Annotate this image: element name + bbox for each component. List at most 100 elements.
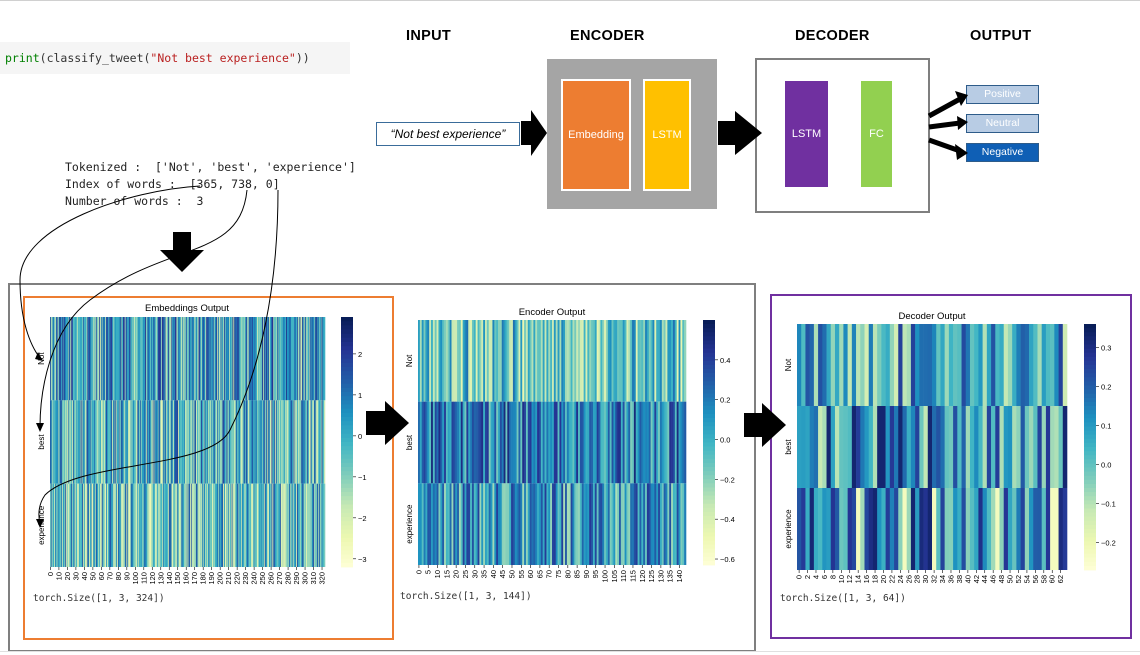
heatmap-cell: [320, 483, 322, 567]
heatmap-cell: [118, 483, 120, 567]
heatmap-cell: [149, 400, 151, 484]
heatmap-cell: [232, 400, 234, 484]
heatmap-cell: [264, 317, 266, 401]
heatmap-cell: [261, 317, 263, 401]
heatmap-cell: [310, 483, 312, 567]
heatmap-cell: [302, 483, 304, 567]
heatmap-cell: [594, 320, 597, 402]
heatmap-cell: [166, 483, 168, 567]
heatmap-cell: [1012, 406, 1017, 488]
colorbar-cell: [703, 397, 715, 403]
heatmap-cell: [50, 400, 52, 484]
heatmap-cell: [84, 317, 86, 401]
heatmap-cell: [142, 400, 144, 484]
heatmap-cell: [221, 400, 223, 484]
heatmap-cell: [568, 320, 571, 402]
colorbar-cell: [703, 422, 715, 427]
heatmap-cell: [222, 317, 224, 401]
heatmap-cell: [286, 317, 288, 401]
heatmap-cell: [265, 483, 267, 567]
colorbar-cell: [341, 542, 353, 547]
heatmap-cell: [622, 483, 625, 565]
heatmap-cell: [235, 483, 238, 567]
heatmap-cell: [175, 317, 177, 401]
colorbar-cell: [1084, 512, 1096, 518]
heatmap-cell: [576, 483, 579, 565]
heatmap-cell: [281, 483, 283, 567]
colorbar-cell: [341, 425, 353, 430]
heatmap-cell: [234, 317, 236, 401]
heatmap-cell: [81, 483, 83, 567]
heatmap-cell: [488, 320, 491, 402]
heatmap-cell: [247, 483, 249, 567]
heatmap-cell: [79, 400, 81, 484]
colorbar-cell: [1084, 324, 1096, 329]
heatmap-cell: [60, 317, 62, 401]
heatmap-cell: [537, 483, 540, 565]
heatmap-cell: [195, 400, 198, 484]
heatmap-cell: [438, 320, 441, 402]
heatmap-cell: [906, 324, 912, 406]
heatmap-cell: [134, 483, 136, 567]
heatmap-cell: [894, 406, 899, 488]
heatmap-cell: [207, 400, 209, 484]
heatmap-cell: [117, 483, 120, 567]
heatmap-cell: [609, 320, 612, 402]
heatmap-cell: [269, 400, 271, 484]
heatmap-cell: [182, 317, 184, 401]
colorbar-cell: [341, 554, 353, 560]
heatmap-cell: [254, 400, 256, 484]
heatmap-cell: [302, 317, 305, 401]
colorbar-tick-label: −3: [358, 555, 367, 564]
colorbar-tick-label: 0.2: [1101, 382, 1111, 391]
heatmap-title-embeddings: Embeddings Output: [145, 303, 229, 314]
pointer-index-experience: [38, 189, 279, 525]
heatmap-cell: [199, 483, 201, 567]
heatmap-cell: [142, 317, 144, 401]
heatmap-cell: [253, 317, 255, 401]
input-header: INPUT: [406, 28, 451, 44]
x-tick-label: 5: [424, 570, 433, 574]
heatmap-cell: [239, 483, 241, 567]
heatmap-cell: [127, 317, 129, 401]
heatmap-cell: [179, 483, 181, 567]
heatmap-cell: [308, 400, 310, 484]
heatmap-cell: [97, 317, 99, 401]
tokenized-line: Tokenized : ['Not', 'best', 'experience'…: [65, 160, 356, 174]
heatmap-cell: [313, 317, 315, 401]
heatmap-cell: [661, 320, 664, 402]
x-tick-label: 20: [452, 570, 461, 578]
heatmap-cell: [83, 483, 86, 567]
heatmap-cell: [60, 400, 62, 484]
code-cell[interactable]: [0, 42, 350, 74]
heatmap-cell: [663, 401, 666, 484]
heatmap-cell: [948, 324, 954, 406]
heatmap-cell: [183, 483, 185, 567]
heatmap-cell: [598, 320, 601, 402]
heatmap-cell: [62, 317, 64, 401]
heatmap-cell: [505, 483, 508, 565]
colorbar-cell: [1084, 406, 1096, 411]
heatmap-cell: [262, 400, 264, 484]
heatmap-cell: [219, 400, 221, 484]
heatmap-cell: [462, 320, 465, 402]
heatmap-cell: [257, 483, 259, 567]
heatmap-cell: [321, 317, 323, 401]
colorbar-cell: [341, 458, 353, 464]
heatmap-cell: [538, 401, 542, 484]
colorbar-cell: [341, 375, 353, 380]
output-neutral: Neutral: [966, 114, 1039, 133]
heatmap-cell: [531, 483, 534, 565]
heatmap-cell: [65, 400, 67, 484]
heatmap-cell: [190, 400, 193, 484]
heatmap-cell: [654, 320, 657, 402]
heatmap-cell: [285, 400, 287, 484]
heatmap-cell: [609, 483, 612, 565]
heatmap-cell: [818, 324, 823, 406]
pointerhead-best: [36, 423, 44, 432]
top-divider: [0, 0, 1140, 1]
heatmap-cell: [305, 317, 307, 401]
colorbar-cell: [1084, 463, 1096, 468]
heatmap-cell: [654, 401, 657, 484]
heatmap-cell: [283, 483, 285, 567]
